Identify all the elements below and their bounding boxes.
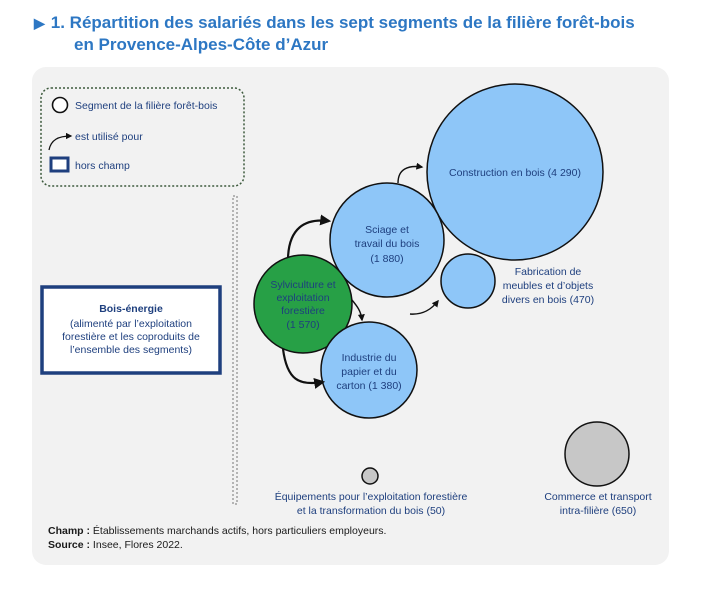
legend-used-for-label: est utilisé pour <box>75 131 143 143</box>
champ-label: Champ : <box>48 525 90 537</box>
figure-title: ▶ 1. Répartition des salariés dans les se… <box>34 12 694 55</box>
bubble-equipements <box>361 467 379 485</box>
source-label: Source : <box>48 539 91 551</box>
legend-segment-label: Segment de la filière forêt-bois <box>75 100 217 112</box>
label-fabrication-line-1: Fabrication de <box>515 266 582 278</box>
label-sylviculture-line-3: forestière <box>281 305 325 317</box>
legend-segment-circle-icon <box>51 96 69 114</box>
champ-note: Champ : Établissements marchands actifs,… <box>48 524 386 538</box>
source-text: Insee, Flores 2022. <box>90 539 183 551</box>
legend-out-of-scope-icon <box>49 156 70 173</box>
label-construction: Construction en bois (4 290) <box>449 167 581 179</box>
label-commerce-line-1: Commerce et transport <box>544 491 651 503</box>
bubble-sylviculture <box>253 254 353 354</box>
legend-out-of-scope-label: hors champ <box>75 160 130 172</box>
bubble-industrie <box>320 321 418 419</box>
bois-energie-line-1: (alimenté par l’exploitation <box>70 318 192 330</box>
source-note: Source : Insee, Flores 2022. <box>48 538 386 552</box>
label-sciage-line-2: travail du bois <box>355 238 420 250</box>
title-line-2: en Provence-Alpes-Côte d’Azur <box>74 35 329 54</box>
title-line-1: 1. Répartition des salariés dans les sep… <box>50 13 635 32</box>
arrow-sciage-to-fabrication <box>409 299 439 315</box>
legend: Segment de la filière forêt-bois est uti… <box>40 87 245 187</box>
legend-border <box>40 87 245 187</box>
label-industrie-line-1: Industrie du <box>342 352 397 364</box>
label-sciage-line-1: Sciage et <box>365 224 409 236</box>
bois-energie-line-3: l’ensemble des segments) <box>70 344 192 356</box>
label-sciage-line-3: (1 880) <box>370 253 403 265</box>
arrow-sciage-to-construction <box>397 162 424 184</box>
label-commerce-line-2: intra-filière (650) <box>560 505 636 517</box>
label-equipements-line-2: et la transformation du bois (50) <box>297 505 445 517</box>
bubble-fabrication <box>440 253 496 309</box>
title-arrow-icon: ▶ <box>34 15 45 31</box>
label-fabrication-line-2: meubles et d’objets <box>503 280 593 292</box>
bubble-construction <box>426 83 604 261</box>
champ-text: Établissements marchands actifs, hors pa… <box>90 525 387 537</box>
arrow-sylviculture-to-industrie <box>281 348 326 389</box>
legend-arrow-icon <box>48 132 73 151</box>
label-industrie-line-3: carton (1 380) <box>336 380 401 392</box>
arrow-sciage-to-industrie <box>351 299 365 322</box>
bois-energie-line-2: forestière et les coproduits de <box>62 331 200 343</box>
label-equipements-line-1: Équipements pour l’exploitation forestiè… <box>275 490 468 503</box>
figure-notes: Champ : Établissements marchands actifs,… <box>48 524 386 552</box>
label-sylviculture-line-2: exploitation <box>276 292 329 304</box>
bubble-sciage <box>329 182 445 298</box>
bois-energie-border <box>40 285 222 375</box>
label-sylviculture-line-1: Sylviculture et <box>270 279 335 291</box>
bois-energie-title: Bois-énergie <box>99 303 163 315</box>
bubble-commerce <box>564 421 630 487</box>
separator-line <box>232 195 238 505</box>
label-sylviculture-line-4: (1 570) <box>286 319 319 331</box>
label-fabrication-line-3: divers en bois (470) <box>502 294 594 306</box>
bois-energie-box: Bois-énergie (alimenté par l’exploitatio… <box>40 285 222 375</box>
arrow-sylviculture-to-sciage <box>286 214 332 259</box>
label-industrie-line-2: papier et du <box>341 366 397 378</box>
